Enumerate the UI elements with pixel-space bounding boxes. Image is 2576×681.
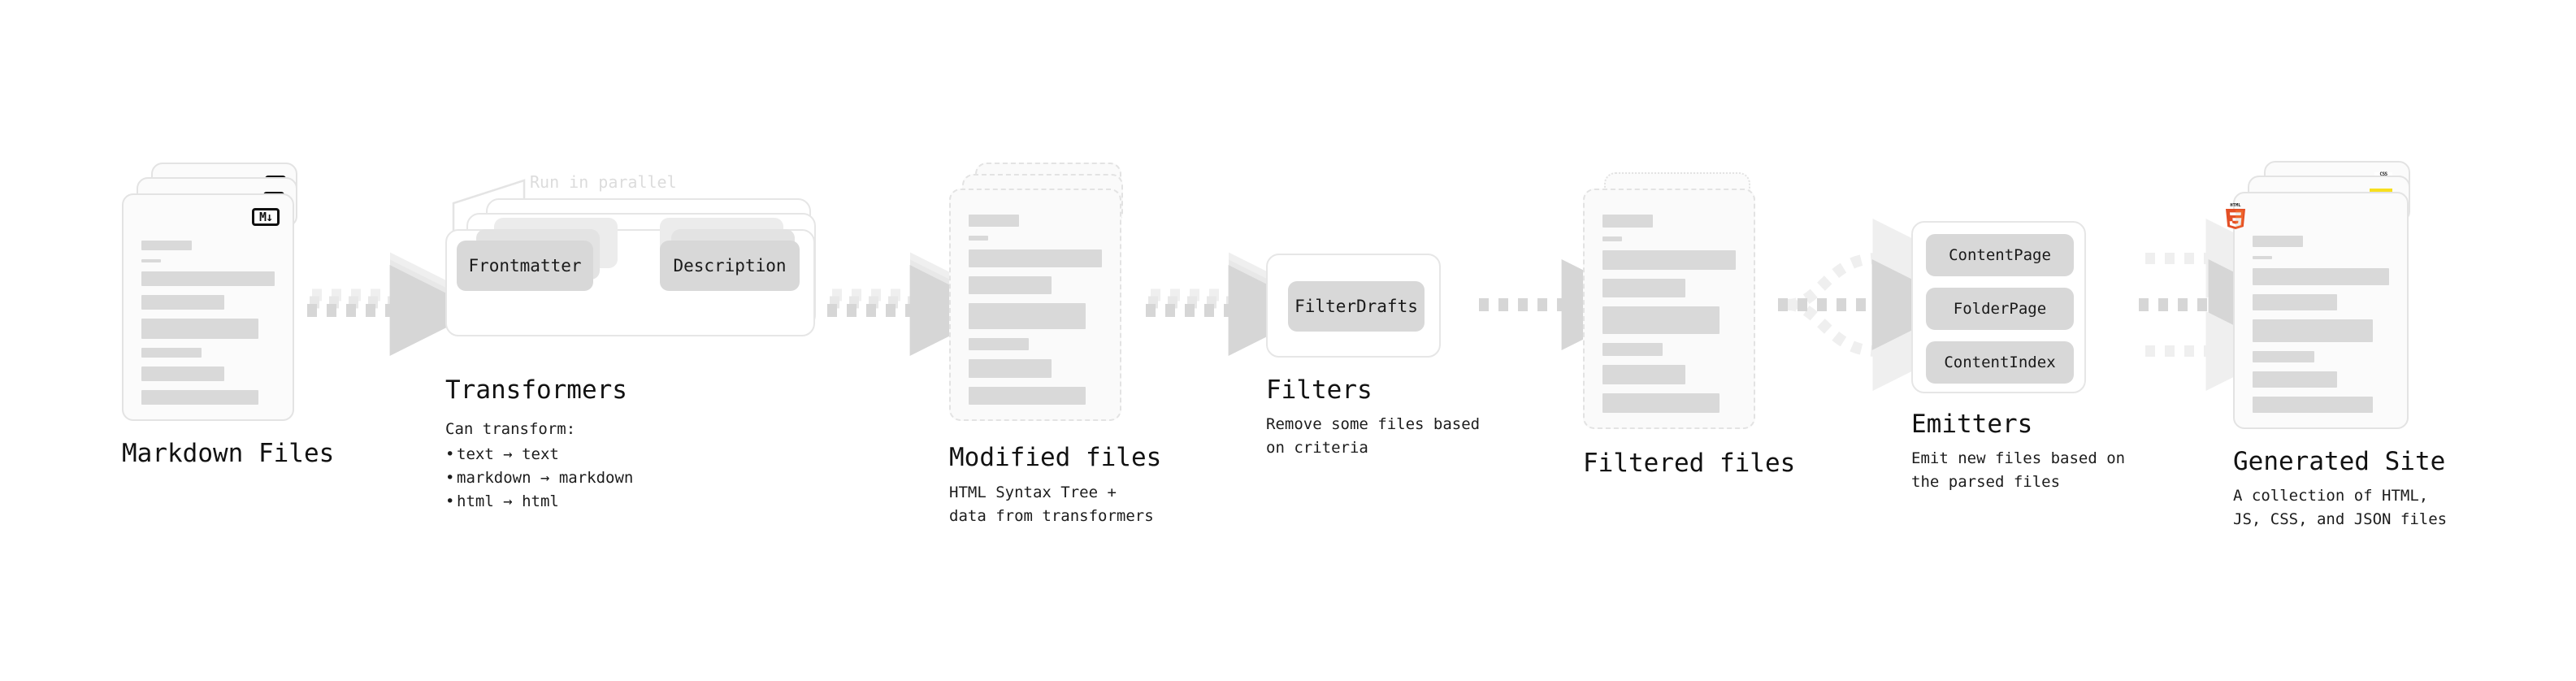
stage-generated-site: CSS HTML bbox=[2226, 161, 2447, 528]
skeleton-line bbox=[1602, 393, 1720, 413]
transformers-caption: Can transform: text → text markdown → ma… bbox=[445, 418, 633, 514]
filters-box[interactable]: FilterDrafts bbox=[1266, 254, 1441, 358]
skeleton-line bbox=[969, 275, 1052, 295]
stage-title-emitters: Emitters bbox=[1911, 410, 2033, 439]
connector-emitters-to-site bbox=[2139, 219, 2300, 391]
skeleton-line bbox=[1602, 306, 1720, 335]
html5-icon: HTML bbox=[2223, 202, 2248, 229]
stage-title-filtered-files: Filtered files bbox=[1583, 449, 1796, 478]
skeleton-line bbox=[1602, 365, 1685, 385]
skeleton-line bbox=[1602, 249, 1736, 270]
transformers-bullet-item: markdown → markdown bbox=[445, 466, 633, 490]
markdown-icon: M↓ bbox=[252, 208, 280, 226]
skeleton-line bbox=[969, 359, 1052, 378]
skeleton-line bbox=[1602, 215, 1653, 228]
transformers-bullet-list: text → text markdown → markdown html → h… bbox=[445, 443, 633, 514]
skeleton-line bbox=[141, 241, 192, 251]
skeleton-line bbox=[141, 348, 202, 358]
skeleton-line bbox=[141, 318, 259, 340]
skeleton-line bbox=[2253, 236, 2303, 247]
skeleton-line bbox=[141, 390, 259, 406]
stage-transformers: Frontmatter Description Run in parallel … bbox=[445, 172, 835, 514]
skeleton-line bbox=[141, 271, 275, 287]
markdown-card-skeleton bbox=[124, 195, 293, 419]
generated-card-skeleton bbox=[2235, 193, 2407, 427]
filter-chip-filterdrafts[interactable]: FilterDrafts bbox=[1288, 281, 1425, 332]
connector-transformers-to-modified bbox=[827, 252, 1001, 356]
filtered-card-front[interactable] bbox=[1583, 189, 1755, 429]
stage-subtitle-modified-files: HTML Syntax Tree + data from transformer… bbox=[949, 484, 1154, 525]
skeleton-line bbox=[141, 259, 161, 263]
stage-subtitle-filters: Remove some files based on criteria bbox=[1266, 415, 1481, 457]
transformer-chip-frontmatter[interactable]: Frontmatter bbox=[457, 241, 593, 291]
connector-modified-to-filters bbox=[1146, 252, 1320, 356]
skeleton-line bbox=[2253, 255, 2272, 260]
skeleton-line bbox=[1602, 278, 1685, 298]
emitter-chip-contentindex[interactable]: ContentIndex bbox=[1926, 341, 2074, 384]
skeleton-line bbox=[2253, 396, 2373, 413]
generated-card-front[interactable]: HTML bbox=[2226, 192, 2409, 429]
skeleton-line bbox=[2253, 293, 2338, 310]
emitter-chip-folderpage[interactable]: FolderPage bbox=[1926, 288, 2074, 330]
connector-filtered-to-emitters bbox=[1778, 219, 1963, 391]
stage-subtitle-emitters: Emit new files based on the parsed files bbox=[1911, 449, 2126, 491]
skeleton-line bbox=[2253, 371, 2338, 388]
skeleton-line bbox=[2253, 268, 2389, 285]
stage-title-filters: Filters bbox=[1266, 375, 1373, 405]
stage-modified-files: Modified files HTML Syntax Tree + data f… bbox=[949, 163, 1161, 525]
skeleton-line bbox=[1602, 343, 1663, 357]
filtered-card-skeleton bbox=[1585, 190, 1754, 427]
transformers-box-front[interactable]: Frontmatter Description bbox=[445, 218, 815, 336]
skeleton-line bbox=[2253, 351, 2314, 362]
skeleton-line bbox=[141, 295, 224, 310]
skeleton-line bbox=[1602, 236, 1622, 241]
stage-title-generated-site: Generated Site bbox=[2233, 447, 2446, 476]
markdown-card-front[interactable]: M↓ bbox=[122, 193, 294, 421]
skeleton-line bbox=[969, 215, 1019, 228]
skeleton-line bbox=[969, 386, 1086, 405]
skeleton-line bbox=[969, 249, 1102, 267]
skeleton-line bbox=[969, 236, 988, 241]
transformer-chip-description[interactable]: Description bbox=[660, 241, 800, 291]
emitter-chip-contentpage[interactable]: ContentPage bbox=[1926, 234, 2074, 276]
html5-icon-glyph: HTML bbox=[2226, 203, 2245, 229]
stage-subtitle-generated-site: A collection of HTML, JS, CSS, and JSON … bbox=[2233, 487, 2448, 528]
transformers-bullet-item: html → html bbox=[445, 490, 633, 514]
connector-markdown-to-transformers bbox=[307, 252, 481, 356]
svg-text:HTML: HTML bbox=[2230, 203, 2241, 208]
stage-filtered-files: Filtered files bbox=[1583, 172, 1795, 478]
modified-card-skeleton bbox=[951, 190, 1120, 419]
transformers-bullet-item: text → text bbox=[445, 443, 633, 466]
stage-markdown-files: M↓ M↓ M↓ Markdown Files bbox=[122, 163, 334, 468]
css-icon-label: CSS bbox=[2379, 171, 2387, 177]
stage-title-transformers: Transformers bbox=[445, 375, 627, 405]
stage-title-modified-files: Modified files bbox=[949, 443, 1162, 472]
skeleton-line bbox=[2253, 319, 2373, 343]
modified-card-front[interactable] bbox=[949, 189, 1121, 421]
emitters-box[interactable]: ContentPage FolderPage ContentIndex bbox=[1911, 221, 2086, 393]
transformers-caption-lead: Can transform: bbox=[445, 420, 576, 438]
run-in-parallel-label: Run in parallel bbox=[530, 172, 677, 192]
stage-title-markdown-files: Markdown Files bbox=[122, 439, 335, 468]
skeleton-line bbox=[141, 367, 224, 382]
skeleton-line bbox=[969, 303, 1086, 330]
skeleton-line bbox=[969, 338, 1029, 351]
